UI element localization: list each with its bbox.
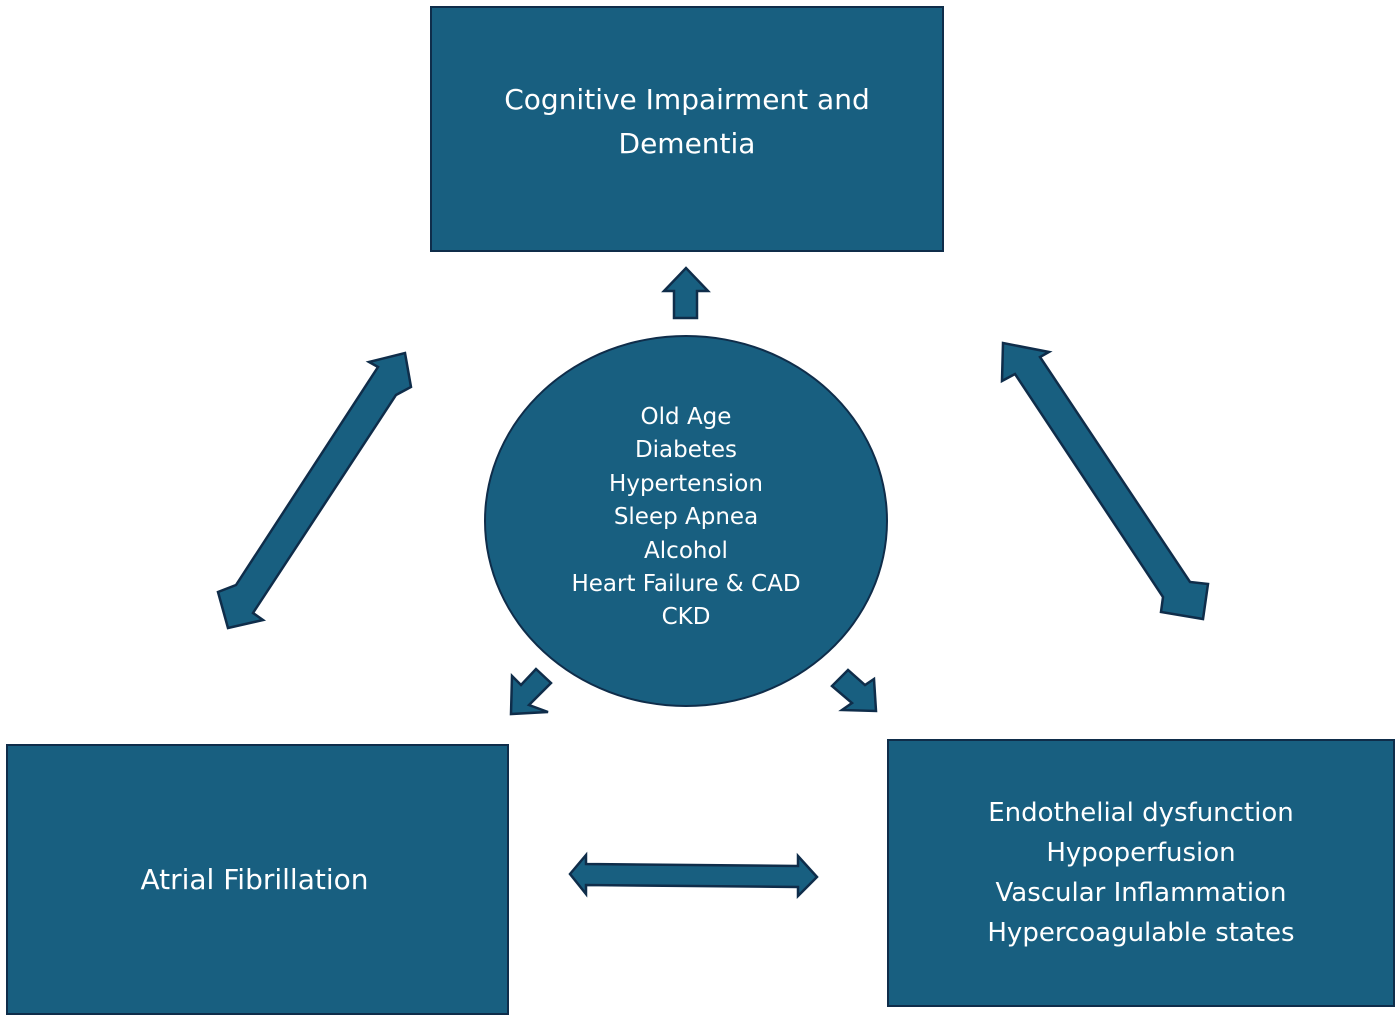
mechanism-item: Hypoperfusion <box>1046 838 1236 868</box>
risk-factor-item: Sleep Apnea <box>613 504 759 531</box>
mechanism-item: Endothelial dysfunction <box>988 798 1294 828</box>
double-arrow-left-top <box>216 351 413 630</box>
box-text-line: Cognitive Impairment and <box>504 83 870 116</box>
double-arrow-left-right <box>568 851 819 900</box>
arrow-center-to-right <box>830 668 878 713</box>
double-arrow-top-right <box>1000 341 1210 621</box>
mechanism-item: Vascular Inflammation <box>995 878 1287 908</box>
risk-factor-item: Heart Failure & CAD <box>571 571 801 598</box>
cognitive-impairment-box: Cognitive Impairment and Dementia <box>430 6 944 252</box>
risk-factor-item: Hypertension <box>609 470 763 497</box>
vascular-mechanisms-box: Endothelial dysfunction Hypoperfusion Va… <box>887 739 1395 1007</box>
risk-factor-item: CKD <box>661 604 711 631</box>
risk-factor-item: Old Age <box>640 404 732 430</box>
atrial-fibrillation-box: Atrial Fibrillation <box>6 744 509 1015</box>
arrow-center-to-top <box>661 266 711 320</box>
box-text-line: Atrial Fibrillation <box>140 862 369 896</box>
risk-factors-circle: Old Age Diabetes Hypertension Sleep Apne… <box>484 335 888 707</box>
arrow-center-to-left <box>509 667 553 716</box>
mechanism-item: Hypercoagulable states <box>987 918 1295 948</box>
risk-factor-item: Diabetes <box>634 437 738 464</box>
box-text-line: Dementia <box>618 127 756 160</box>
risk-factor-item: Alcohol <box>644 537 728 564</box>
